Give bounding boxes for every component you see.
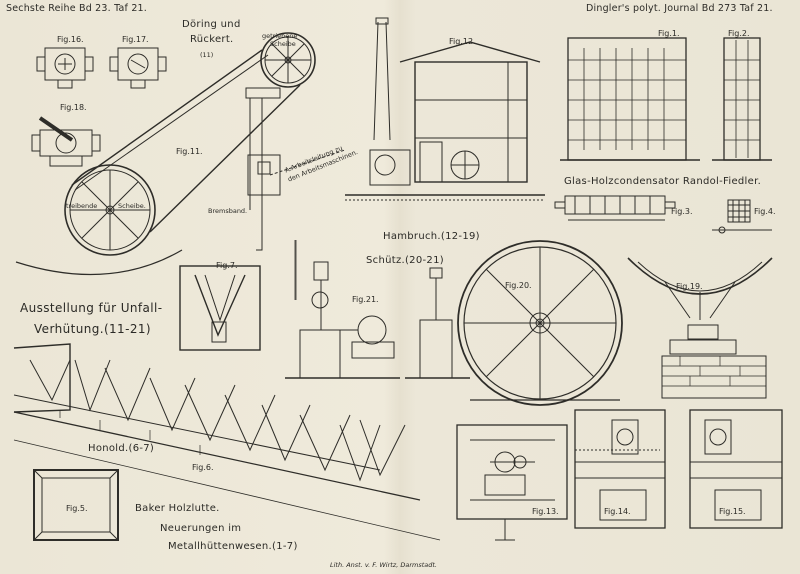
fig18-drawing bbox=[31, 116, 101, 167]
fig11-label: Fig.11. bbox=[176, 147, 203, 156]
annot-getriebene: getriebene bbox=[262, 32, 298, 40]
annot-scheibe: Scheibe. bbox=[118, 202, 146, 210]
title-glas: Glas-Holzcondensator Randol-Fiedler. bbox=[564, 176, 762, 187]
fig18-label: Fig.18. bbox=[60, 103, 87, 112]
fig13-label: Fig.13. bbox=[532, 507, 559, 516]
annot-scheibe-top: Scheibe bbox=[270, 40, 296, 48]
imprint: Lith. Anst. v. F. Wirtz, Darmstadt. bbox=[330, 561, 437, 569]
fig3-label: Fig.3. bbox=[671, 207, 693, 216]
title-ausstellung-line2: Verhütung.(11-21) bbox=[34, 322, 151, 336]
fig7-drawing bbox=[179, 265, 261, 351]
header-right: Dingler's polyt. Journal Bd 273 Taf 21. bbox=[586, 3, 773, 14]
fig19-drawing bbox=[627, 257, 773, 399]
title-hambruch: Hambruch.(12-19) bbox=[383, 231, 480, 242]
title-doering-line1: Döring und bbox=[182, 19, 241, 30]
fig12-drawing bbox=[345, 17, 545, 201]
fig15-drawing bbox=[689, 409, 783, 529]
fig1-drawing bbox=[560, 37, 700, 161]
title-schuetz: Schütz.(20-21) bbox=[366, 255, 444, 266]
title-neuerungen-line1: Neuerungen im bbox=[160, 523, 242, 534]
fig15-label: Fig.15. bbox=[719, 507, 746, 516]
title-neuerungen-line2: Metallhüttenwesen.(1-7) bbox=[168, 541, 298, 552]
fig14-label: Fig.14. bbox=[604, 507, 631, 516]
fig21-label: Fig.21. bbox=[352, 295, 379, 304]
fig3-drawing bbox=[554, 195, 676, 221]
header-left: Sechste Reihe Bd 23. Taf 21. bbox=[6, 3, 148, 14]
fig4-label: Fig.4. bbox=[754, 207, 776, 216]
title-honold: Honold.(6-7) bbox=[88, 443, 155, 454]
fig4-drawing bbox=[712, 199, 772, 234]
fig13-drawing bbox=[456, 424, 568, 541]
fig16-label: Fig.16. bbox=[57, 35, 84, 44]
fig1-label: Fig.1. bbox=[658, 29, 680, 38]
fig5-label: Fig.5. bbox=[66, 504, 88, 513]
title-baker: Baker Holzlutte. bbox=[135, 503, 220, 514]
annot-treibende: treibende bbox=[66, 202, 98, 210]
fig14-drawing bbox=[574, 409, 666, 529]
fig11-drawing bbox=[15, 32, 346, 276]
fig2-drawing bbox=[712, 37, 772, 161]
fig12-label: Fig.12. bbox=[449, 37, 476, 46]
fig19-label: Fig.19. bbox=[676, 282, 703, 291]
annot-bremsband: Bremsband. bbox=[208, 207, 248, 215]
fig6-label: Fig.6. bbox=[192, 463, 214, 472]
fig2-label: Fig.2. bbox=[728, 29, 750, 38]
fig6-drawing bbox=[13, 343, 441, 541]
title-ausstellung-line1: Ausstellung für Unfall- bbox=[20, 301, 163, 315]
fig17-drawing bbox=[109, 47, 167, 89]
fig21-drawing bbox=[285, 240, 470, 379]
fig20-drawing bbox=[457, 240, 623, 406]
title-doering-line2: Rückert. bbox=[190, 34, 234, 45]
ref-doering: (11) bbox=[200, 51, 214, 59]
fig7-label: Fig.7. bbox=[216, 261, 238, 270]
fig17-label: Fig.17. bbox=[122, 35, 149, 44]
fig16-drawing bbox=[36, 47, 94, 89]
fig5-drawing bbox=[33, 469, 119, 541]
fig20-label: Fig.20. bbox=[505, 281, 532, 290]
